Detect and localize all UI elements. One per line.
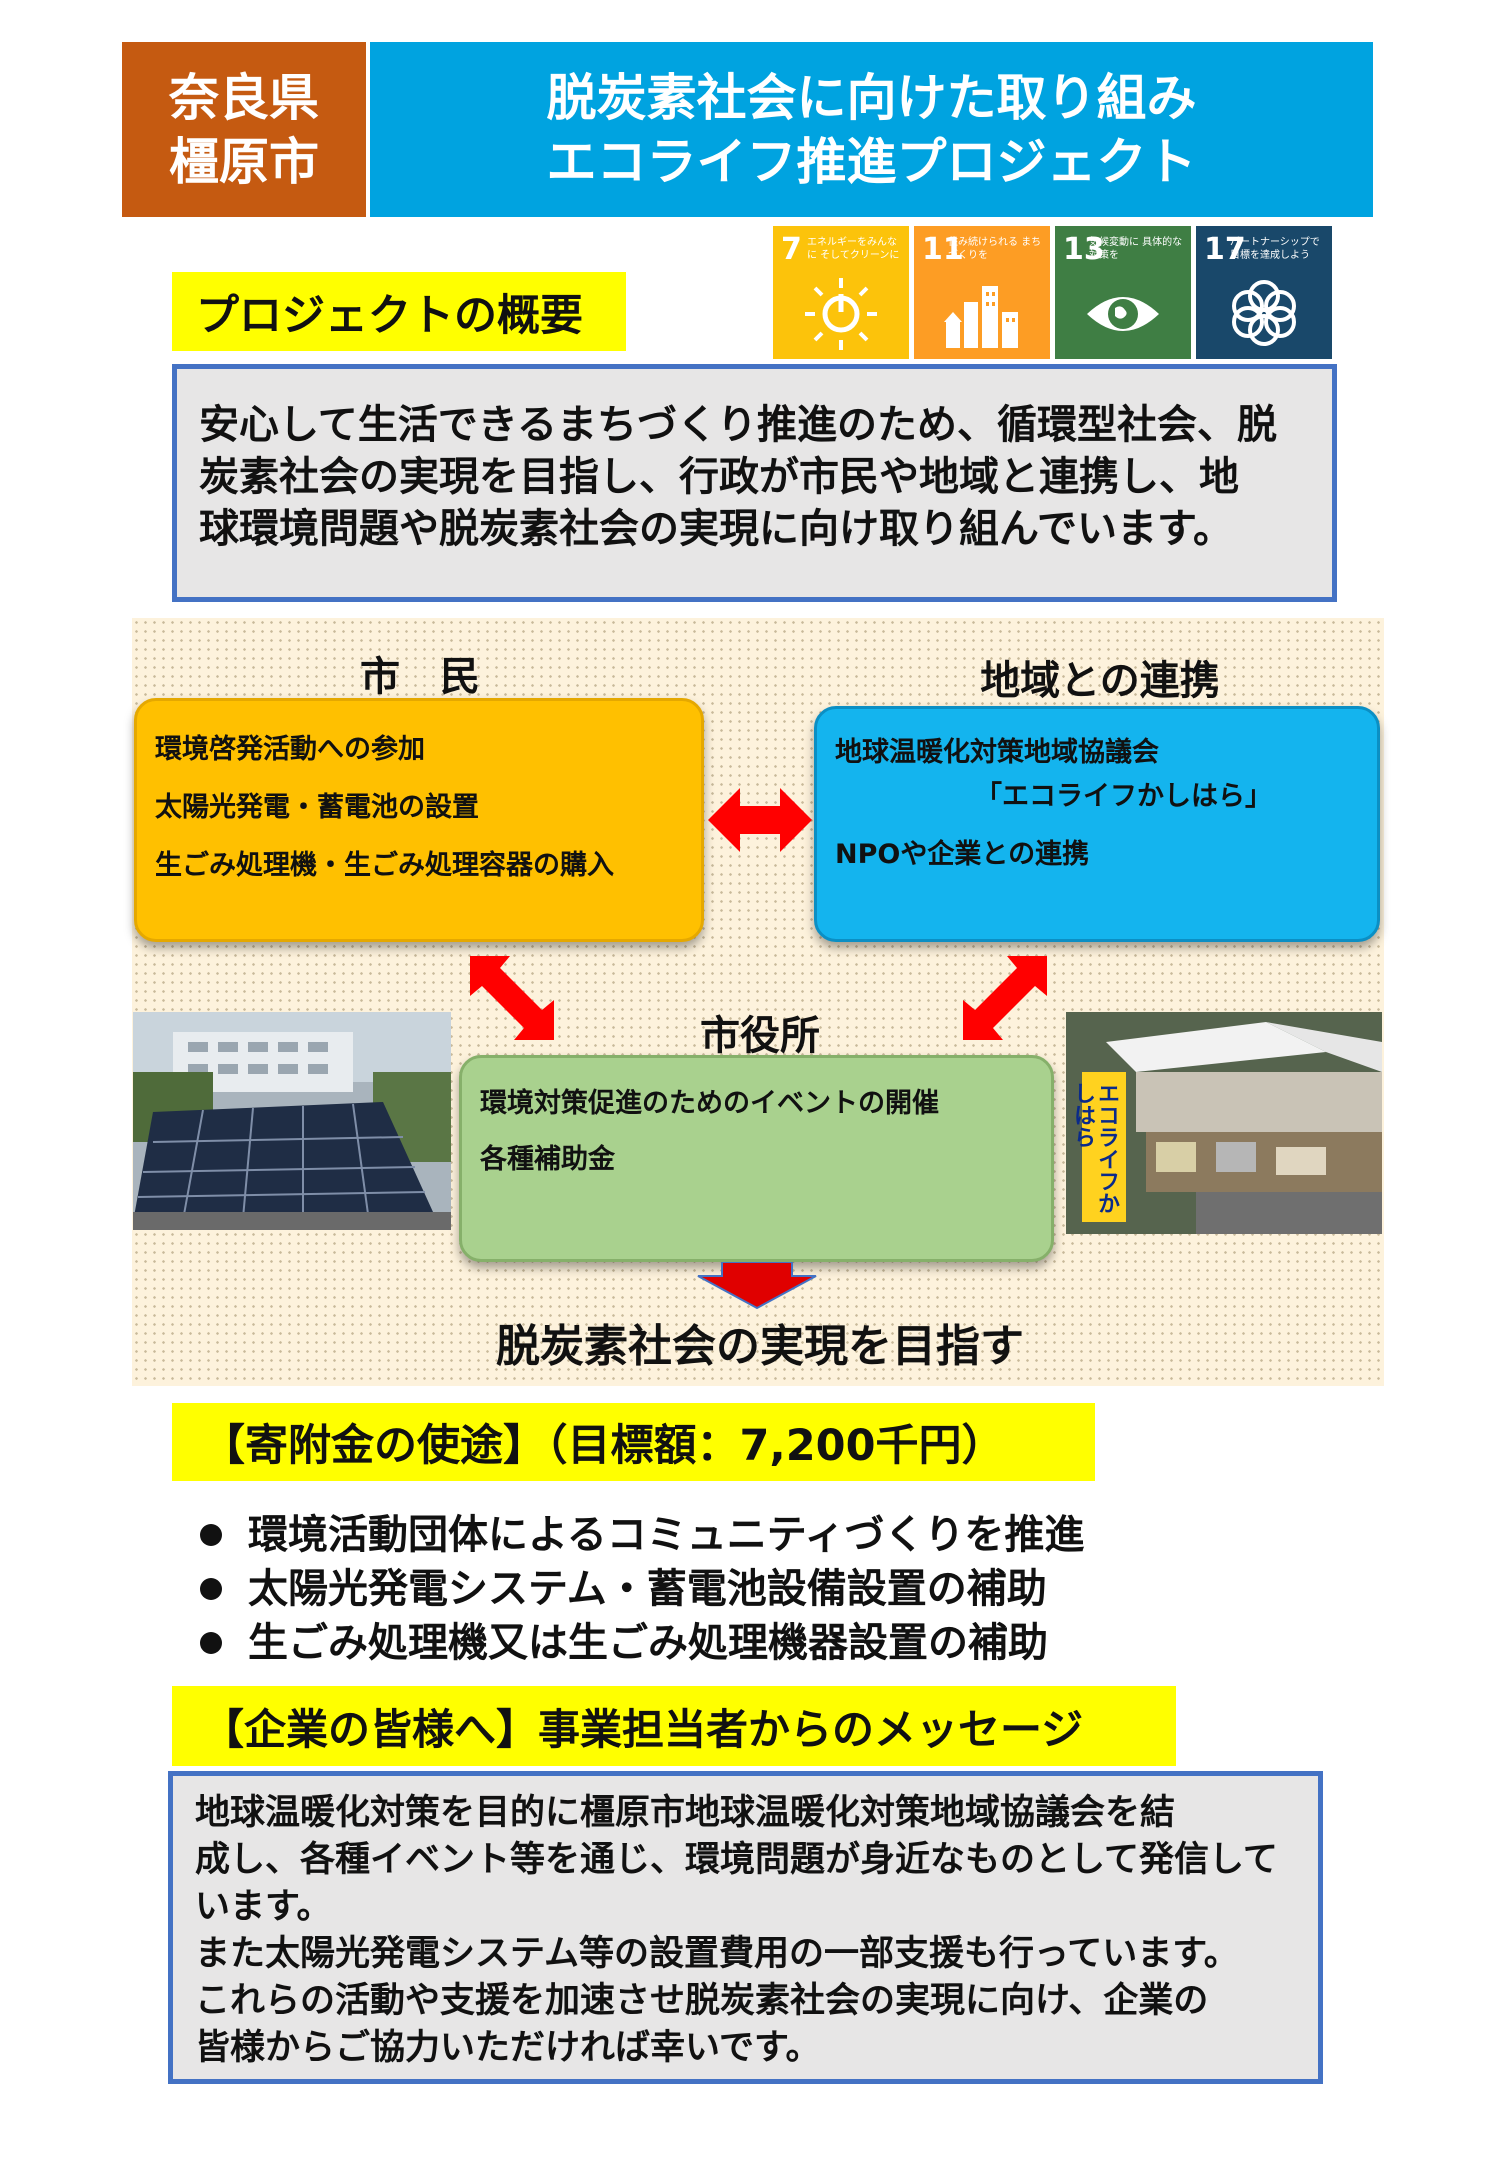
flower-rings-icon [1232, 280, 1296, 346]
down-arrow-icon [697, 1262, 817, 1310]
sdg-number: 7 [781, 232, 802, 267]
region-label: 地域との連携 [980, 658, 1220, 704]
message-line: います。 [195, 1887, 332, 1927]
overview-line: 安心して生活できるまちづくり推進のため、循環型社会、脱 [199, 402, 1277, 448]
sdg-label: 住み続けられる まちづくりを [948, 237, 1042, 261]
solar-panel-illustration [133, 1012, 451, 1230]
region-item: 地球温暖化対策地域協議会 [835, 737, 1159, 768]
message-heading-text: 【企業の皆様へ】事業担当者からのメッセージ [202, 1704, 1084, 1754]
double-arrow-horizontal-icon [708, 788, 812, 852]
bullet-icon [200, 1632, 222, 1654]
solar-panel-photo [133, 1012, 451, 1230]
city-hall-item: 環境対策促進のためのイベントの開催 [480, 1088, 939, 1119]
overview-line: 炭素社会の実現を目指し、行政が市民や地域と連携し、地 [199, 454, 1239, 500]
city-buildings-icon [944, 286, 1018, 348]
list-item: 環境活動団体によるコミュニティづくりを推進 [200, 1508, 1300, 1562]
citizen-card: 環境啓発活動への参加 太陽光発電・蓄電池の設置 生ごみ処理機・生ごみ処理容器の購… [134, 698, 704, 942]
banner-text: エコライフかしはら [1070, 1082, 1119, 1214]
sdg-label: パートナーシップで 目標を達成しよう [1230, 237, 1320, 261]
event-tent-illustration [1066, 1012, 1382, 1234]
message-line: 皆様からご協力いただければ幸いです。 [195, 2028, 821, 2068]
overview-box: 安心して生活できるまちづくり推進のため、循環型社会、脱 炭素社会の実現を目指し、… [172, 364, 1337, 602]
sdg-11-tile: 11 住み続けられる まちづくりを [914, 226, 1050, 359]
org-city: 橿原市 [169, 132, 319, 191]
double-arrow-diagonal-left-icon [470, 956, 554, 1040]
sdg-number: 11 [922, 232, 964, 267]
region-item: NPOや企業との連携 [835, 839, 1090, 870]
sdg-number: 13 [1063, 232, 1105, 267]
city-hall-item: 各種補助金 [480, 1144, 615, 1175]
overview-heading-text: プロジェクトの概要 [196, 290, 583, 341]
goal-text: 脱炭素社会の実現を目指す [496, 1321, 1024, 1372]
org-prefecture: 奈良県 [169, 68, 319, 127]
message-line: 成し、各種イベント等を通じ、環境問題が身近なものとして発信して [195, 1840, 1278, 1880]
donation-heading-text: 【寄附金の使途】（目標額：7,200千円） [202, 1421, 1005, 1471]
sun-power-icon [805, 278, 877, 350]
sdg-7-tile: 7 エネルギーをみんなに そしてクリーンに [773, 226, 909, 359]
page-title-line2: エコライフ推進プロジェクト [546, 132, 1197, 191]
region-item: 「エコライフかしはら」 [975, 781, 1272, 812]
message-line: 地球温暖化対策を目的に橿原市地球温暖化対策地域協議会を結 [195, 1793, 1176, 1833]
list-item-text: 生ごみ処理機又は生ごみ処理機器設置の補助 [248, 1620, 1048, 1666]
bullet-icon [200, 1524, 222, 1546]
eye-globe-icon [1087, 297, 1159, 331]
message-line: これらの活動や支援を加速させ脱炭素社会の実現に向け、企業の [195, 1981, 1209, 2021]
donation-use-list: 環境活動団体によるコミュニティづくりを推進 太陽光発電システム・蓄電池設備設置の… [200, 1508, 1300, 1670]
city-hall-card: 環境対策促進のためのイベントの開催 各種補助金 [459, 1055, 1054, 1262]
header-title-block: 脱炭素社会に向けた取り組み エコライフ推進プロジェクト [370, 42, 1373, 217]
overview-line: 球環境問題や脱炭素社会の実現に向け取り組んでいます。 [199, 506, 1233, 552]
sdg-number: 17 [1204, 232, 1246, 267]
citizen-item: 太陽光発電・蓄電池の設置 [155, 792, 479, 823]
city-hall-label: 市役所 [700, 1013, 820, 1059]
sdg-label: エネルギーをみんなに そしてクリーンに [807, 237, 900, 261]
double-arrow-diagonal-right-icon [963, 956, 1047, 1040]
event-tent-photo: エコライフかしはら [1066, 1012, 1382, 1234]
region-card: 地球温暖化対策地域協議会 「エコライフかしはら」 NPOや企業との連携 [814, 706, 1380, 942]
message-line: また太陽光発電システム等の設置費用の一部支援も行っています。 [195, 1934, 1239, 1974]
list-item: 生ごみ処理機又は生ごみ処理機器設置の補助 [200, 1616, 1300, 1670]
list-item-text: 太陽光発電システム・蓄電池設備設置の補助 [248, 1566, 1047, 1612]
overview-heading: プロジェクトの概要 [172, 272, 626, 351]
page-title-line1: 脱炭素社会に向けた取り組み [546, 68, 1197, 127]
sdg-17-tile: 17 パートナーシップで 目標を達成しよう [1196, 226, 1332, 359]
sdg-13-tile: 13 気候変動に 具体的な対策を [1055, 226, 1191, 359]
donation-heading: 【寄附金の使途】（目標額：7,200千円） [172, 1403, 1095, 1481]
citizen-label: 市 民 [360, 654, 480, 700]
sdg-label: 気候変動に 具体的な対策を [1089, 237, 1183, 261]
bullet-icon [200, 1578, 222, 1600]
message-box: 地球温暖化対策を目的に橿原市地球温暖化対策地域協議会を結 成し、各種イベント等を… [168, 1771, 1323, 2084]
list-item: 太陽光発電システム・蓄電池設備設置の補助 [200, 1562, 1300, 1616]
message-heading: 【企業の皆様へ】事業担当者からのメッセージ [172, 1686, 1176, 1766]
list-item-text: 環境活動団体によるコミュニティづくりを推進 [248, 1512, 1085, 1558]
citizen-item: 生ごみ処理機・生ごみ処理容器の購入 [155, 850, 614, 881]
header-org-block: 奈良県 橿原市 [122, 42, 366, 217]
citizen-item: 環境啓発活動への参加 [155, 734, 425, 765]
